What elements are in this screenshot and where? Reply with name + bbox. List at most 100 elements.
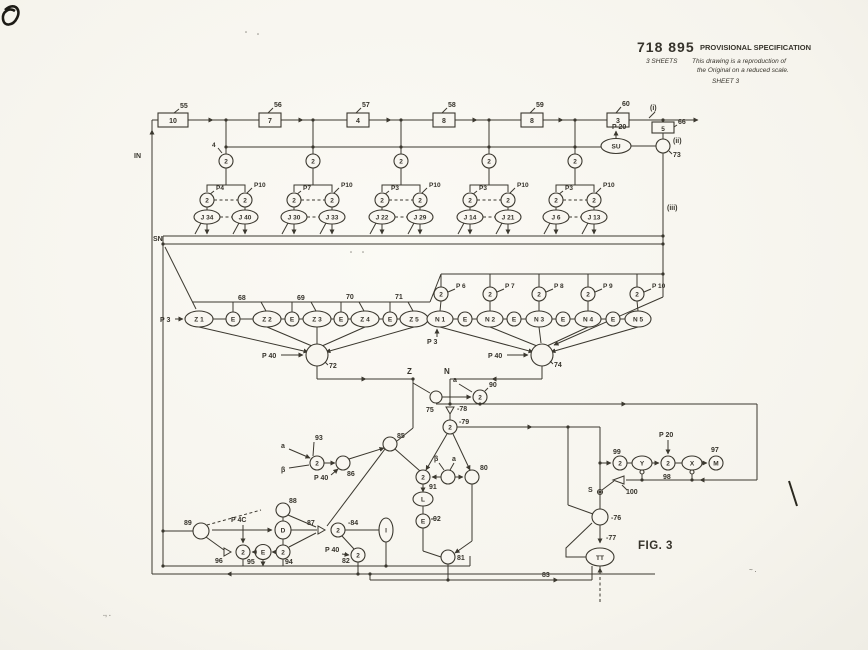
gate-2-label: 2 <box>241 550 245 557</box>
node-98-ref: 98 <box>663 474 671 481</box>
e-gate-label: E <box>611 317 616 324</box>
p-left: P3 <box>391 185 399 192</box>
node-76-ref: -76 <box>611 515 621 522</box>
p4c-label: P 4C <box>231 517 246 524</box>
gate-2-label: 2 <box>448 425 452 432</box>
node-90-ref: 90 <box>489 382 497 389</box>
gate-2-79 <box>442 419 458 435</box>
e-gate-label: E <box>339 317 344 324</box>
p-right: P10 <box>254 182 266 189</box>
gate-2 <box>481 153 497 169</box>
p-ref: P 9 <box>603 283 613 290</box>
valve-87 <box>317 525 327 535</box>
node-95-ref: 95 <box>247 559 255 566</box>
gate-2-label: 2 <box>487 159 491 166</box>
node-99-ref: 99 <box>613 449 621 456</box>
output-cluster: -76 -77 TT FIG. 3 <box>565 508 673 604</box>
gate-2-label: 2 <box>468 198 472 205</box>
node-88-ref: 88 <box>289 498 297 505</box>
gate-2-label: 2 <box>586 292 590 299</box>
mixer-74 <box>530 343 554 367</box>
gate-2-label: 2 <box>666 461 670 468</box>
gate-2-label: 2 <box>281 550 285 557</box>
p-ref: P 7 <box>505 283 515 290</box>
margin-mark: ., . <box>103 611 111 618</box>
node-79-ref: -79 <box>459 419 469 426</box>
valve-78-ref: -78 <box>457 406 467 413</box>
note-line1: This drawing is a reproduction of <box>692 58 787 65</box>
j-group-5: P3 P10 2 2 J 6 J 13 <box>542 182 615 235</box>
gate-2 <box>393 153 409 169</box>
box-57-ref: 57 <box>362 102 370 109</box>
y-store-label: Y <box>640 461 645 468</box>
e-store-label: E <box>261 550 266 557</box>
p40-74-label: P 40 <box>488 353 502 360</box>
gate-2-label: 2 <box>418 198 422 205</box>
j-group-2: P7 P10 2 2 J 30 J 33 <box>280 182 353 235</box>
z-p3-label: P 3 <box>160 317 170 324</box>
patent-number: 718 895 <box>637 39 695 55</box>
box-66-ref: 66 <box>678 119 686 126</box>
p-ref: P 8 <box>554 283 564 290</box>
z-cell-label: Z 2 <box>262 317 272 324</box>
bottom-rails: 83 <box>152 556 655 583</box>
box-58-value: 8 <box>442 118 446 125</box>
tt-store-label: TT <box>596 555 604 562</box>
box-57 <box>346 112 370 128</box>
node-82-ref: 82 <box>342 558 350 565</box>
gate-2-label: 2 <box>618 461 622 468</box>
e-gate-label: E <box>463 317 468 324</box>
z-output-label: Z <box>407 367 412 376</box>
i-store-label: I <box>385 528 387 535</box>
z-cell-label: Z 1 <box>194 317 204 324</box>
gate-2-label: 2 <box>635 292 639 299</box>
node-86 <box>335 455 351 471</box>
valve-100 <box>611 475 625 485</box>
margin-mark-2: ~ . <box>749 567 757 574</box>
j-store-label: J 33 <box>326 215 339 222</box>
gate-2-label: 2 <box>537 292 541 299</box>
gate-2-label: 2 <box>292 198 296 205</box>
box-59 <box>520 112 544 128</box>
e-gate-label: E <box>231 317 236 324</box>
in-label: IN <box>134 153 141 160</box>
node-81-ref: 81 <box>457 555 465 562</box>
j-group-4: P3 P10 2 2 J 14 J 21 <box>456 182 529 235</box>
gate-2-label: 2 <box>356 553 360 560</box>
valve-96 <box>223 547 233 557</box>
p40-82-label: P 40 <box>325 547 339 554</box>
node-75-ref: 75 <box>426 407 434 414</box>
n-cell-label: N 3 <box>534 317 545 324</box>
n-cell-label: N 2 <box>485 317 496 324</box>
figure-label: FIG. 3 <box>638 540 673 552</box>
wire-ref-4: 4 <box>212 142 216 149</box>
gate-2-label: 2 <box>243 198 247 205</box>
gate-2-label: 2 <box>488 292 492 299</box>
p40-86-label: P 40 <box>314 475 328 482</box>
box-66 <box>651 121 675 134</box>
n-p3-label: P 3 <box>427 339 437 346</box>
p-left: P3 <box>565 185 573 192</box>
gate-row-1: 2 2 2 2 2 <box>218 153 583 169</box>
gate-2-label: 2 <box>380 198 384 205</box>
e-gate-label: E <box>388 317 393 324</box>
wiring-middle <box>316 366 758 515</box>
node-88 <box>275 502 291 518</box>
mid-nodes: 75 a 2 90 -78 2 -79 2 91 β a 80 L E 92 8… <box>281 377 497 580</box>
p-left: P7 <box>303 185 311 192</box>
j-store-label: J 14 <box>464 215 477 222</box>
gate-2-label: 2 <box>421 475 425 482</box>
n-row: 2 2 2 2 2 P 6 P 7 P 8 P 9 P 10 N 1 E N 2… <box>426 273 666 369</box>
n-cell-label: N 4 <box>583 317 594 324</box>
e-gate-label: E <box>512 317 517 324</box>
node-81 <box>440 549 456 565</box>
top-boxes: 10 55 7 56 4 57 8 58 8 59 3 60 IN (i) 4 <box>134 101 657 160</box>
gate-2-label: 2 <box>478 395 482 402</box>
a-input-label-2: a <box>452 456 456 463</box>
gate-2-label: 2 <box>336 528 340 535</box>
l-store-label: L <box>421 497 425 504</box>
box-59-ref: 59 <box>536 102 544 109</box>
box-60 <box>606 112 630 128</box>
box-66-value: 5 <box>661 126 665 133</box>
mixer-72-ref: 72 <box>329 363 337 370</box>
